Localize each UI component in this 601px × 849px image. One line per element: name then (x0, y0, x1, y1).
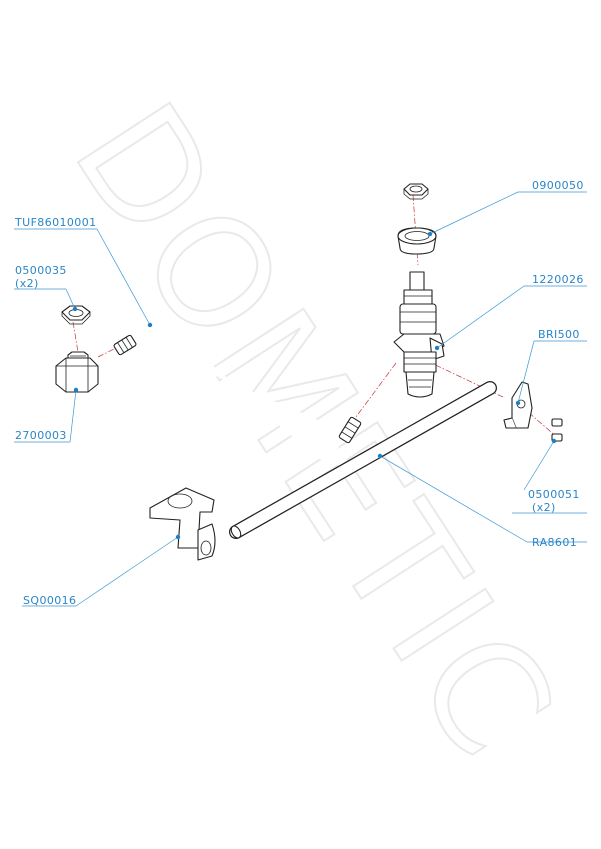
label-sq00016: SQ00016 (23, 594, 76, 607)
rod-ra8601 (229, 381, 497, 539)
holder-sq00016 (149, 487, 216, 561)
label-tuf86010001: TUF86010001 (14, 216, 97, 229)
label-1220026: 1220026 (532, 273, 584, 286)
label-0500051: 0500051 (528, 488, 580, 501)
label-2700003: 2700003 (15, 429, 67, 442)
screws-0500051 (551, 418, 563, 442)
pipe-tuf86010001 (113, 323, 362, 460)
label-0500035: 0500035 (15, 264, 67, 277)
fitting-2700003 (55, 351, 99, 393)
label-0500051-qty: (x2) (532, 501, 556, 514)
ring-cup (397, 227, 437, 255)
label-ra8601: RA8601 (532, 536, 577, 549)
label-0900050: 0900050 (532, 179, 584, 192)
leaders (14, 191, 587, 607)
label-0500035-qty: (x2) (15, 277, 39, 290)
cap-nut-0900050 (403, 183, 429, 200)
part-labels: TUF86010001 0500035 (x2) 2700003 0900050… (14, 179, 584, 607)
label-bri500: BRI500 (538, 328, 580, 341)
valve-1220026 (393, 271, 445, 398)
